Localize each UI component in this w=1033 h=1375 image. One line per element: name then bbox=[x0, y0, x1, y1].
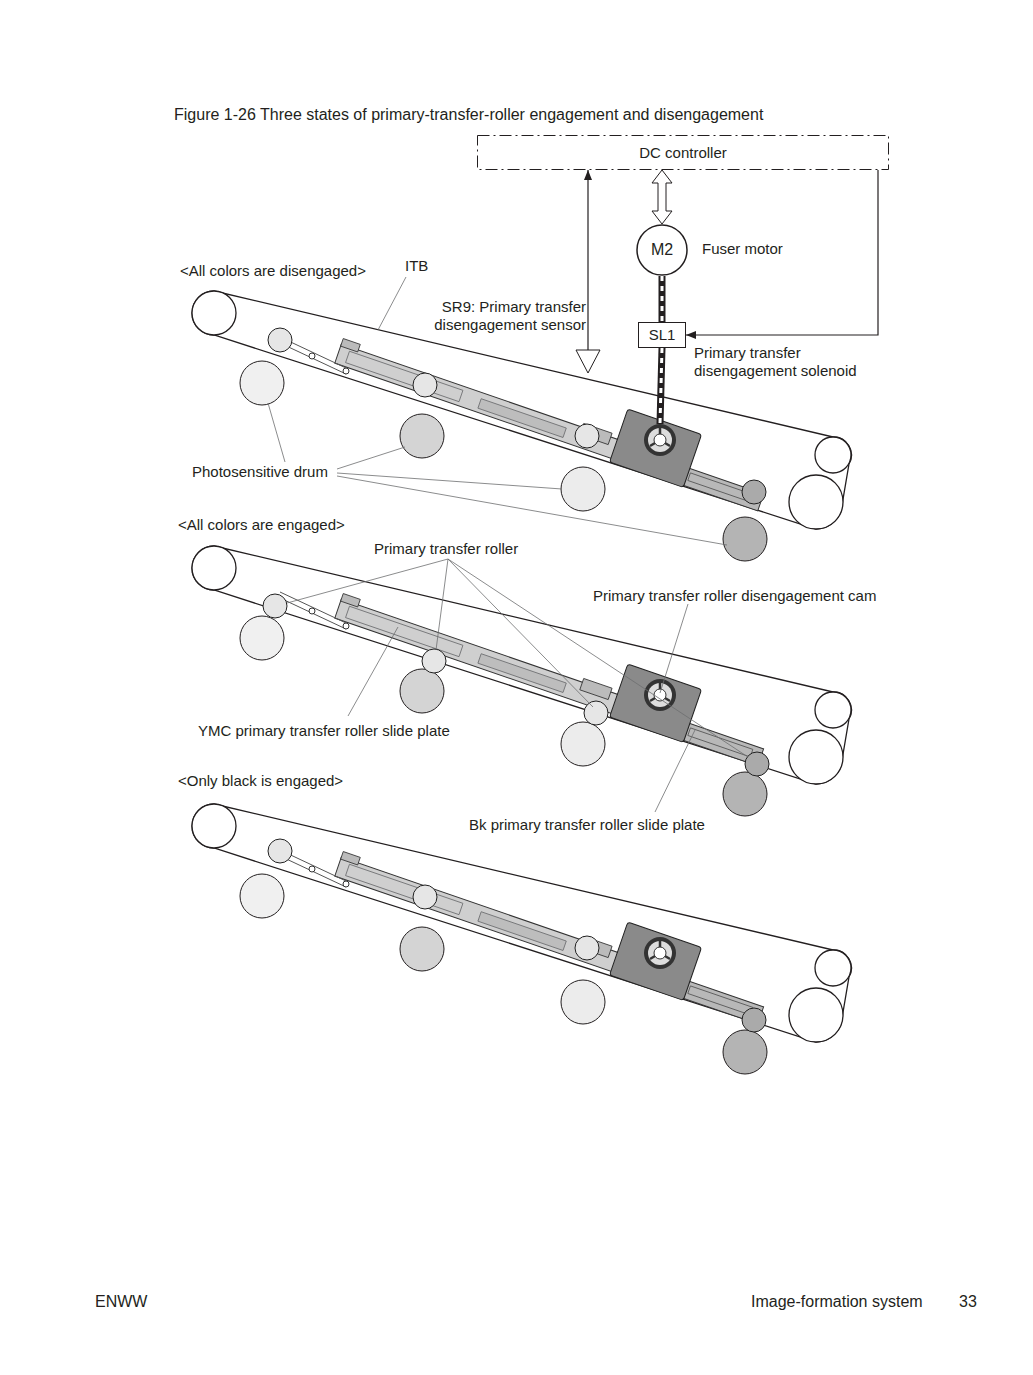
drive-dash bbox=[661, 276, 664, 322]
state-heading: <All colors are engaged> bbox=[178, 516, 345, 534]
primary-transfer-roller bbox=[742, 1008, 766, 1032]
leader-line bbox=[337, 447, 405, 469]
node-label: M2 bbox=[636, 224, 688, 276]
node-label: SR9: Primary transfer disengagement sens… bbox=[426, 298, 586, 334]
part-label: ITB bbox=[405, 257, 428, 275]
part-label: Primary transfer roller bbox=[374, 540, 518, 558]
panel-black-only bbox=[192, 804, 851, 1074]
node-caption: Fuser motor bbox=[702, 240, 832, 258]
connector-group bbox=[662, 276, 663, 322]
solenoid-box: SL1Primary transfer disengagement soleno… bbox=[638, 322, 686, 348]
drive-link bbox=[660, 348, 662, 424]
leader-line bbox=[655, 730, 695, 812]
leader-line bbox=[660, 604, 688, 693]
part-label: Primary transfer roller disengagement ca… bbox=[593, 587, 876, 605]
page-number: 33 bbox=[959, 1293, 977, 1311]
leader-line bbox=[378, 277, 406, 330]
figure-title: Figure 1-26 Three states of primary-tran… bbox=[174, 106, 763, 124]
leader-line bbox=[268, 403, 285, 462]
node-caption: Primary transfer disengagement solenoid bbox=[694, 344, 874, 380]
leader-line bbox=[448, 559, 593, 707]
drive-link bbox=[660, 348, 662, 424]
primary-transfer-roller bbox=[742, 480, 766, 504]
primary-transfer-roller bbox=[584, 701, 608, 725]
primary-transfer-roller bbox=[575, 936, 599, 960]
state-heading: <All colors are disengaged> bbox=[180, 262, 366, 280]
sensor-outline bbox=[576, 350, 600, 373]
primary-transfer-roller bbox=[268, 328, 292, 352]
page-footer: Image-formation system bbox=[751, 1293, 923, 1311]
leader-line bbox=[337, 476, 727, 545]
primary-transfer-roller bbox=[263, 328, 769, 1032]
leader-line bbox=[287, 559, 448, 603]
leader-line bbox=[436, 559, 448, 650]
sensor-symbol: SR9: Primary transfer disengagement sens… bbox=[576, 350, 600, 373]
drive-link bbox=[660, 348, 662, 424]
drive-link bbox=[659, 276, 666, 322]
node-label: SL1 bbox=[639, 323, 685, 347]
signal-arrow bbox=[652, 170, 672, 224]
connector-group bbox=[652, 170, 672, 224]
node-outline bbox=[576, 350, 600, 373]
primary-transfer-roller bbox=[413, 373, 437, 397]
primary-transfer-roller bbox=[422, 649, 446, 673]
primary-transfer-roller bbox=[575, 424, 599, 448]
connector-group bbox=[686, 170, 878, 335]
primary-transfer-roller bbox=[268, 839, 292, 863]
signal-line bbox=[686, 170, 878, 335]
part-label: Photosensitive drum bbox=[192, 463, 328, 481]
motor-circle: M2Fuser motor bbox=[636, 224, 688, 276]
motor-outline bbox=[637, 225, 687, 275]
primary-transfer-roller bbox=[745, 752, 769, 776]
primary-transfer-roller bbox=[413, 885, 437, 909]
connector-group bbox=[588, 170, 589, 350]
part-label: Bk primary transfer roller slide plate bbox=[469, 816, 705, 834]
primary-transfer-roller bbox=[263, 594, 287, 618]
leader-line bbox=[337, 473, 562, 489]
page-footer: ENWW bbox=[95, 1293, 147, 1311]
controller-box: DC controller bbox=[477, 135, 889, 170]
controller-outline bbox=[478, 136, 889, 170]
node-label: DC controller bbox=[477, 135, 889, 170]
leader-line bbox=[348, 627, 398, 716]
signal-line bbox=[587, 170, 588, 350]
state-heading: <Only black is engaged> bbox=[178, 772, 343, 790]
part-label: YMC primary transfer roller slide plate bbox=[198, 722, 450, 740]
